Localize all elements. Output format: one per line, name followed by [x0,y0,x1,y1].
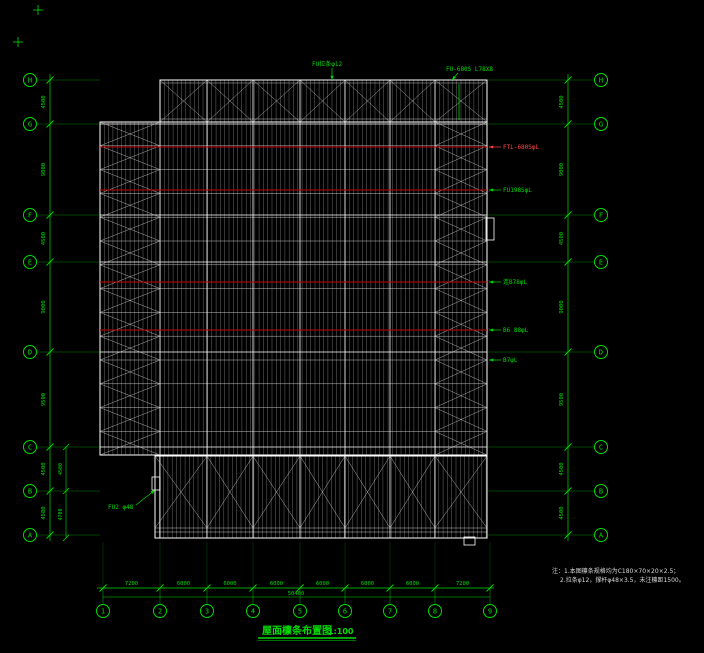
axis-bubble [594,117,608,131]
annotation-text: FU拉条φ12 [312,60,342,68]
svg-text:6000: 6000 [361,581,374,587]
svg-text:9000: 9000 [559,300,565,313]
axis-bubble [96,604,110,618]
axis-label: E [28,258,32,266]
axis-bubble [483,604,497,618]
svg-text:7200: 7200 [456,581,469,587]
svg-text:9000: 9000 [559,163,565,176]
axis-label: F [599,211,603,219]
axis-bubble [594,440,608,454]
axis-grid: H G F E D C B A 4500 9000 4500 9000 9500 4500 4500 H G F E… [13,5,608,618]
axis-bubble [23,255,37,269]
axis-bubble [153,604,167,618]
axis-label: A [599,531,604,539]
axis-bubble [428,604,442,618]
annotation-text: B7φL [503,357,518,364]
axis-label: B [599,487,603,495]
svg-text:9000: 9000 [41,163,47,176]
svg-text:4700: 4700 [58,508,64,520]
svg-text:9000: 9000 [41,300,47,313]
axis-label: G [28,120,32,128]
annotation-text: FU-680S L78X8 [446,66,493,73]
axis-label: A [28,531,33,539]
annotation-text: FU198SφL [503,187,532,194]
axis-bubble [594,208,608,222]
svg-text:4500: 4500 [559,95,565,108]
svg-text:7200: 7200 [125,581,138,587]
axis-bubble [23,484,37,498]
axis-label: C [599,443,603,451]
axis-bubble [594,345,608,359]
axis-label: H [599,76,603,84]
axis-label: 2 [158,607,162,615]
annotation-text: FTL-680SφL [503,144,540,151]
axis-label: B [28,487,32,495]
svg-text:6000: 6000 [406,581,419,587]
axis-label: F [28,211,32,219]
axis-label: G [599,120,603,128]
svg-text:4500: 4500 [559,506,565,519]
note-line-2: 2.拉条φ12，撑杆φ48×3.5，未注檩距1500。 [560,576,685,584]
detail-marks [151,217,495,546]
svg-text:6000: 6000 [270,581,283,587]
axis-bubble [594,528,608,542]
svg-text:4500: 4500 [41,462,47,475]
axis-label: C [28,443,32,451]
svg-text:9500: 9500 [41,393,47,406]
axis-bubble [594,73,608,87]
axis-label: H [28,76,32,84]
svg-text:4500: 4500 [41,95,47,108]
axis-bubble [200,604,214,618]
axis-bubble [23,345,37,359]
axis-bubble [23,117,37,131]
axis-bubble [246,604,260,618]
axis-bubble [383,604,397,618]
axis-label: 6 [343,607,347,615]
axis-bubble [23,208,37,222]
axis-label: 1 [101,607,105,615]
svg-text:4500: 4500 [41,232,47,245]
svg-text:50400: 50400 [288,591,305,597]
svg-text:9500: 9500 [559,393,565,406]
axis-label: 8 [433,607,437,615]
purlin-grid [99,79,488,539]
svg-text:4500: 4500 [58,463,64,475]
note-line-1: 注：1.本图檩条规格均为C180×70×20×2.5； [552,567,679,575]
axis-label: 3 [205,607,209,615]
annotation-text: 连B78φL [503,278,527,286]
tie-rod-lines [100,146,487,331]
annotation-text: B6 88φL [503,327,529,334]
axis-bubble [23,528,37,542]
svg-text:6000: 6000 [177,581,190,587]
axis-label: D [28,348,32,356]
axis-bubble [293,604,307,618]
axis-bubble [594,484,608,498]
axis-label: 9 [488,607,492,615]
axis-label: E [599,258,603,266]
axis-bubble [594,255,608,269]
axis-bubble [23,440,37,454]
svg-text:4500: 4500 [559,232,565,245]
axis-label: 4 [251,607,255,615]
svg-text:4500: 4500 [41,506,47,519]
svg-text:6000: 6000 [223,581,236,587]
axis-label: D [599,348,603,356]
annotation-text: FU2 φ48 [108,504,134,511]
svg-text:4500: 4500 [559,462,565,475]
axis-bubble [338,604,352,618]
svg-text:6000: 6000 [316,581,329,587]
axis-bubble [23,73,37,87]
drawing-scale: 1:100 [328,627,354,636]
drawing-title: 屋面檩条布置图 [262,624,332,637]
axis-label: 7 [388,607,392,615]
axis-label: 5 [298,607,302,615]
